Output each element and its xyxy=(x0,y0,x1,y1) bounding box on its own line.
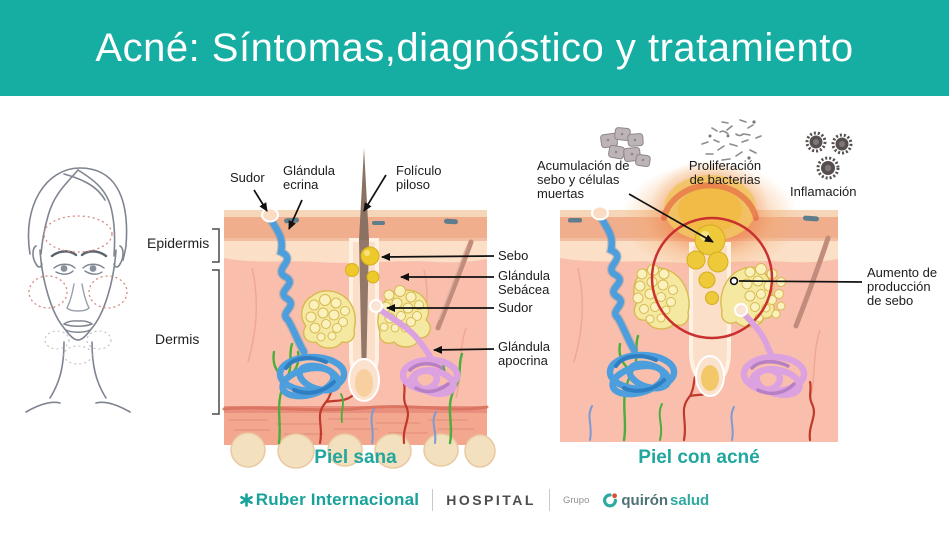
sweat-pore xyxy=(591,205,609,221)
sebaceous-gland xyxy=(301,246,431,349)
label-proliferacion-bacterias: Proliferación de bacterias xyxy=(688,158,762,187)
eyebrow-left xyxy=(50,250,78,258)
apocrine-gland xyxy=(740,311,808,399)
header-bar: Acné: Síntomas,diagnóstico y tratamiento xyxy=(0,0,949,96)
healthy-skin-diagram xyxy=(222,148,496,469)
chin-zone-left xyxy=(44,330,70,350)
face-illustration xyxy=(25,167,131,413)
cheek-zone-left xyxy=(28,275,68,309)
chin-zone-center xyxy=(63,345,93,365)
bacteria-icon xyxy=(701,119,762,161)
quiron-text: quirón xyxy=(621,491,669,509)
forehead-zone xyxy=(43,215,113,253)
quironsalud-logo-mark xyxy=(603,492,618,507)
label-sudor-mid: Sudor xyxy=(498,300,533,315)
chin-zone-right xyxy=(86,330,112,350)
grupo-label: Grupo xyxy=(562,494,590,506)
surface-pores xyxy=(568,215,819,223)
footer-logos: Ruber Internacional HOSPITAL Grupo quiró… xyxy=(0,489,949,511)
eyebrow-right xyxy=(80,250,108,258)
eye-right xyxy=(82,263,105,269)
hair-outline xyxy=(27,167,128,261)
footer-divider xyxy=(432,489,434,511)
label-aumento-sebo: Aumento de producción de sebo xyxy=(867,265,938,308)
caption-piel-sana: Piel sana xyxy=(314,447,397,468)
label-sebo: Sebo xyxy=(498,248,529,263)
apocrine-duct-opening xyxy=(369,299,383,313)
footer-divider xyxy=(548,489,550,511)
salud-text: salud xyxy=(670,491,710,509)
blood-vessel xyxy=(222,405,489,412)
label-inflamacion: Inflamación xyxy=(790,184,857,199)
ruber-logo-text: Ruber Internacional xyxy=(255,490,420,509)
eccrine-gland xyxy=(265,213,348,400)
cheek-zone-right xyxy=(88,275,128,309)
hair-shaft xyxy=(359,148,369,240)
lips xyxy=(63,320,93,325)
caption-piel-con-acne: Piel con acné xyxy=(638,447,760,468)
hospital-label: HOSPITAL xyxy=(446,492,536,508)
ruber-logo-mark xyxy=(239,493,253,507)
apocrine-duct-opening xyxy=(734,303,748,317)
label-glandula-apocrina: Glándula apocrina xyxy=(498,339,551,368)
layer-brackets xyxy=(212,228,220,415)
sweat-pore xyxy=(261,207,279,223)
page-title: Acné: Síntomas,diagnóstico y tratamiento xyxy=(95,25,854,70)
sebum xyxy=(345,246,380,284)
face-contour xyxy=(39,249,117,341)
label-glandula-ecrina: Glándula ecrina xyxy=(283,163,336,192)
ruber-internacional-logo: Ruber Internacional xyxy=(239,490,420,510)
label-sudor-top: Sudor xyxy=(230,170,265,185)
eye-left xyxy=(53,263,76,269)
dermis-label: Dermis xyxy=(155,331,200,347)
inflammation-cells-icon xyxy=(805,131,853,180)
acne-skin-diagram xyxy=(560,160,838,442)
epidermis-label: Epidermis xyxy=(147,235,210,251)
nose xyxy=(66,283,75,309)
eccrine-gland xyxy=(595,211,678,398)
label-acumulacion-sebo: Acumulación de sebo y células muertas xyxy=(537,158,630,201)
dead-skin-cells-icon xyxy=(600,127,651,168)
label-glandula-sebacea: Glándula Sebácea xyxy=(498,268,551,297)
label-foliculo-piloso: Folículo piloso xyxy=(396,163,442,192)
apocrine-gland xyxy=(376,306,461,397)
